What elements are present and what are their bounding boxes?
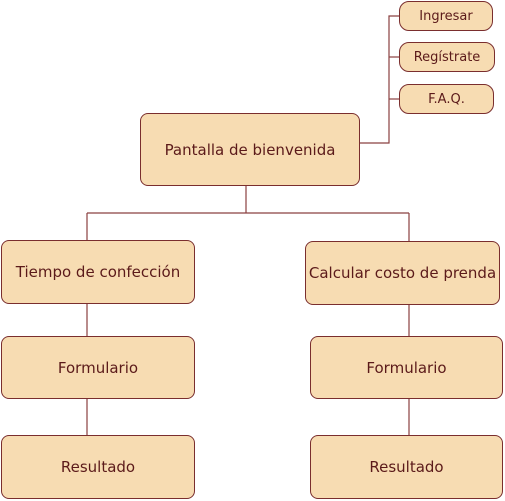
right-result-node: Resultado [310, 435, 503, 499]
right-title-node: Calcular costo de prenda [305, 241, 500, 305]
left-title-node-label: Tiempo de confección [15, 263, 181, 281]
welcome-node-label: Pantalla de bienvenida [164, 140, 336, 159]
right-form-node-label: Formulario [366, 358, 447, 377]
left-result-node: Resultado [1, 435, 195, 499]
right-title-node-label: Calcular costo de prenda [308, 264, 497, 282]
menu-node-login-label: Ingresar [419, 8, 473, 24]
left-title-node: Tiempo de confección [1, 240, 195, 304]
menu-node-register: Regístrate [399, 42, 495, 72]
menu-node-login: Ingresar [399, 1, 493, 31]
menu-node-register-label: Regístrate [413, 49, 481, 65]
right-form-node: Formulario [310, 336, 503, 399]
menu-node-faq: F.A.Q. [399, 84, 494, 114]
welcome-node: Pantalla de bienvenida [140, 113, 360, 186]
menu-node-faq-label: F.A.Q. [428, 91, 465, 107]
left-form-node-label: Formulario [57, 358, 139, 377]
left-form-node: Formulario [1, 336, 195, 399]
right-result-node-label: Resultado [369, 458, 444, 476]
left-result-node-label: Resultado [60, 458, 136, 476]
menu-bracket-line [360, 15, 399, 144]
